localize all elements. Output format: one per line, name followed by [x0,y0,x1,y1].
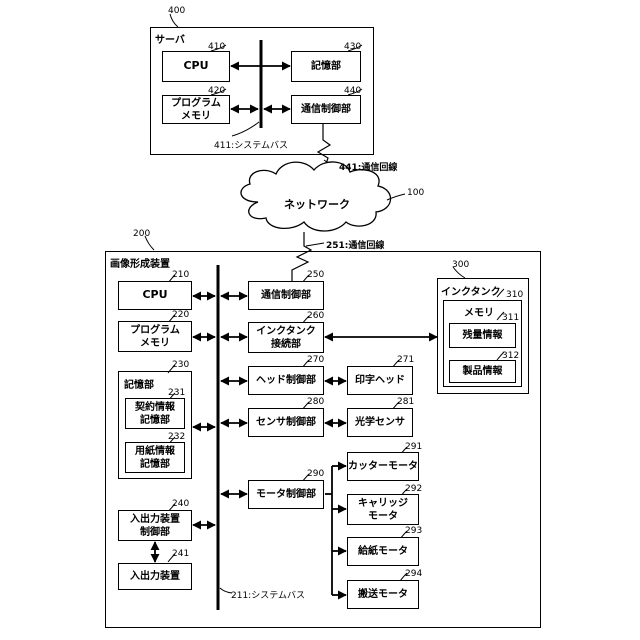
device-program-memory-ref: 220 [172,310,189,320]
device-title: 画像形成装置 [110,255,170,270]
head-control-box: ヘッド制御部 [248,366,324,395]
server-comm-line-label: 441:通信回線 [339,160,397,173]
remaining-info-box: 残量情報 [449,323,516,348]
motor-control-ref: 290 [307,469,324,479]
head-control-ref: 270 [307,355,324,365]
ink-tank-ref-number: 300 [452,260,469,270]
cutter-motor-ref: 291 [405,442,422,452]
server-storage-box: 記憶部 [291,51,361,82]
io-control-ref: 240 [172,499,189,509]
device-program-memory-box: プログラム メモリ [118,321,192,352]
io-device-ref: 241 [172,549,189,559]
optical-sensor-box: 光学センサ [347,408,413,437]
remaining-info-ref: 311 [502,313,519,323]
device-comm-control-box: 通信制御部 [248,281,324,310]
paper-storage-ref: 232 [168,432,185,442]
server-bus-label: 411:システムバス [214,138,288,151]
sensor-control-ref: 280 [307,397,324,407]
carriage-motor-box: キャリッジ モータ [347,494,419,525]
sensor-control-box: センサ制御部 [248,408,324,437]
device-ref-number: 200 [133,229,150,239]
server-comm-control-box: 通信制御部 [291,95,361,124]
paper-storage-box: 用紙情報 記憶部 [125,442,185,473]
ink-tank-connector-ref: 260 [307,311,324,321]
io-control-box: 入出力装置 制御部 [118,510,192,541]
device-storage-ref: 230 [172,360,189,370]
motor-control-box: モータ制御部 [248,480,324,509]
device-comm-line-label: 251:通信回線 [326,238,384,251]
ink-memory-title: メモリ [464,304,494,319]
network-label: ネットワーク [284,196,350,212]
ink-tank-title: インクタンク [441,283,501,298]
cutter-motor-box: カッターモータ [347,452,419,481]
transport-motor-box: 搬送モータ [347,580,419,609]
transport-motor-ref: 294 [405,569,422,579]
device-storage-title: 記憶部 [124,376,154,391]
io-device-box: 入出力装置 [118,563,192,590]
feed-motor-ref: 293 [405,526,422,536]
server-frame [150,27,374,155]
server-program-memory-box: プログラム メモリ [162,95,230,124]
optical-sensor-ref: 281 [397,397,414,407]
device-bus-label: 211:システムバス [231,588,305,601]
server-cpu-box: CPU [162,51,230,82]
print-head-ref: 271 [397,355,414,365]
contract-storage-box: 契約情報 記憶部 [125,398,185,429]
ink-memory-ref: 310 [506,290,523,300]
print-head-box: 印字ヘッド [347,366,413,395]
product-info-box: 製品情報 [449,360,516,383]
device-comm-control-ref: 250 [307,270,324,280]
carriage-motor-ref: 292 [405,484,422,494]
network-ref-number: 100 [407,188,424,198]
server-title: サーバ [155,31,185,46]
contract-storage-ref: 231 [168,388,185,398]
server-ref-number: 400 [168,6,185,16]
feed-motor-box: 給紙モータ [347,537,419,566]
device-cpu-box: CPU [118,281,192,310]
ink-tank-connector-box: インクタンク 接続部 [248,322,324,353]
device-cpu-ref: 210 [172,270,189,280]
